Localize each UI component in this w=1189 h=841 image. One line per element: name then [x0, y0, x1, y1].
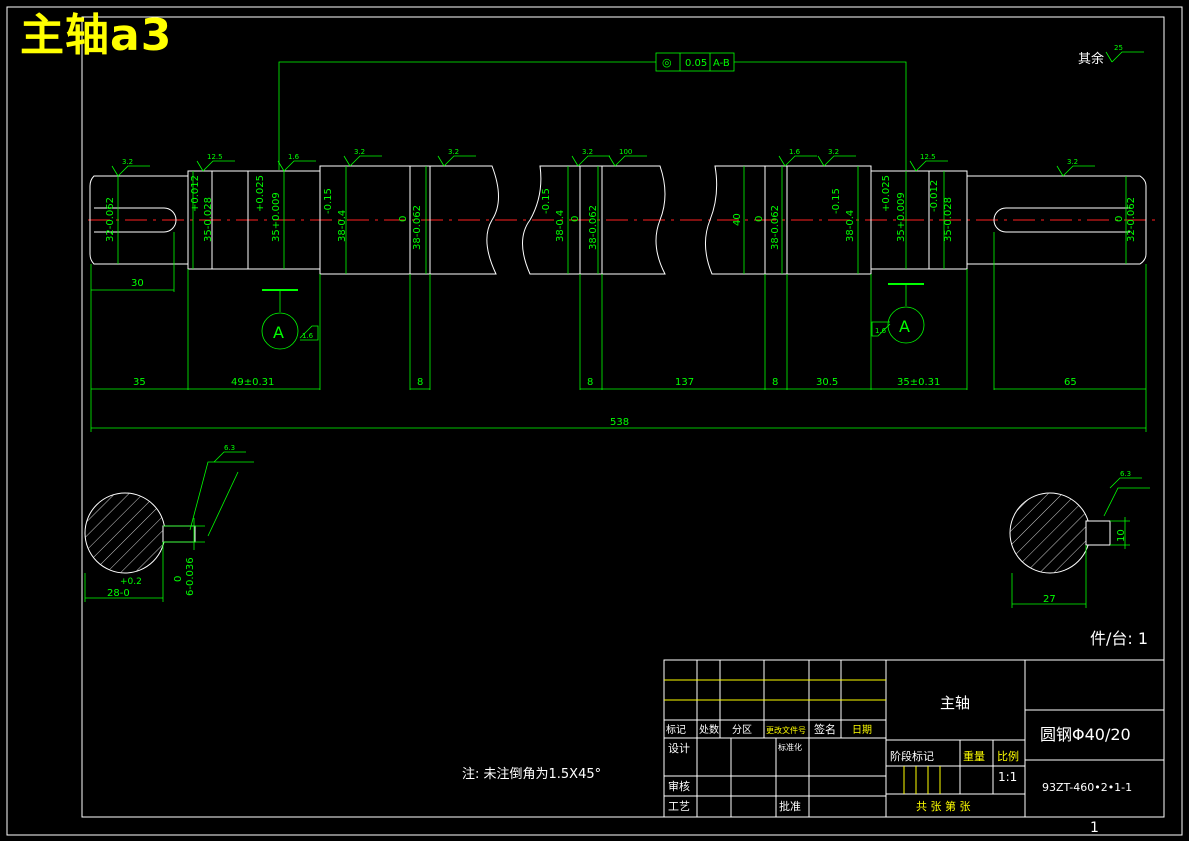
svg-text:1.6: 1.6 — [789, 148, 801, 156]
svg-text:38-0.4: 38-0.4 — [845, 210, 856, 242]
svg-text:38-0.4: 38-0.4 — [337, 210, 348, 242]
svg-text:批准: 批准 — [779, 799, 801, 813]
svg-text:设计: 设计 — [668, 742, 690, 755]
yellow-text: 更改文件号 日期 重量 比例 共 张 第 张 — [766, 724, 1019, 813]
svg-text:0: 0 — [173, 576, 184, 582]
svg-text:处数: 处数 — [699, 723, 719, 736]
note: 注: 未注倒角为1.5X45° — [462, 767, 601, 782]
part-name: 主轴 — [940, 694, 970, 712]
svg-text:10: 10 — [1116, 529, 1127, 542]
svg-text:日期: 日期 — [852, 724, 872, 736]
qty-label: 件/台: 1 — [1090, 629, 1148, 648]
outer-frame — [6, 6, 1183, 836]
page-no: 1 — [1090, 820, 1099, 836]
dim-35b: 35±0.31 — [897, 377, 940, 388]
svg-text:35-0.028: 35-0.028 — [203, 197, 214, 242]
svg-text:1.6: 1.6 — [288, 153, 300, 161]
svg-text:3.2: 3.2 — [1067, 158, 1078, 166]
svg-text:12.5: 12.5 — [207, 153, 223, 161]
svg-text:3.2: 3.2 — [828, 148, 839, 156]
svg-text:+0.025: +0.025 — [255, 175, 266, 212]
svg-text:32-0.062: 32-0.062 — [1126, 197, 1137, 242]
roughness-other: 其余 — [1078, 51, 1104, 67]
svg-text:0: 0 — [1114, 216, 1125, 222]
tol-symbol: ◎ — [662, 56, 672, 69]
svg-text:12.5: 12.5 — [920, 153, 936, 161]
svg-text:+0.025: +0.025 — [881, 175, 892, 212]
svg-text:标准化: 标准化 — [778, 742, 802, 752]
svg-text:38-0.062: 38-0.062 — [588, 205, 599, 250]
svg-text:6.3: 6.3 — [224, 444, 235, 452]
dim-65: 65 — [1064, 377, 1077, 388]
inner-frame — [81, 16, 1165, 818]
drawing-no: 93ZT-460•2•1-1 — [1042, 781, 1132, 794]
datum-ref-left: 1.6 — [302, 332, 314, 340]
datum-ref-right: 1.6 — [875, 327, 887, 335]
svg-text:35-0.028: 35-0.028 — [943, 197, 954, 242]
dim-8a: 8 — [417, 377, 423, 388]
dim-8c: 8 — [772, 377, 778, 388]
scale-value: 1:1 — [998, 770, 1017, 784]
svg-text:35+0.009: 35+0.009 — [271, 192, 282, 242]
svg-text:共 张 第 张: 共 张 第 张 — [916, 799, 971, 813]
shaft-outline — [89, 165, 1147, 275]
svg-text:6.3: 6.3 — [1120, 470, 1131, 478]
svg-text:重量: 重量 — [963, 749, 985, 763]
svg-text:3.2: 3.2 — [582, 148, 593, 156]
dim-30: 30 — [131, 278, 144, 289]
svg-text:38-0.062: 38-0.062 — [770, 205, 781, 250]
sheet-title: 主轴a3 — [20, 10, 173, 61]
svg-text:3.2: 3.2 — [354, 148, 365, 156]
svg-text:3.2: 3.2 — [448, 148, 459, 156]
svg-text:-0.15: -0.15 — [831, 188, 842, 214]
dim-30-5: 30.5 — [816, 377, 838, 388]
svg-text:-0.15: -0.15 — [323, 188, 334, 214]
tol-value: 0.05 — [685, 58, 707, 69]
svg-text:100: 100 — [619, 148, 632, 156]
svg-text:38-0.062: 38-0.062 — [412, 205, 423, 250]
svg-text:0: 0 — [398, 216, 409, 222]
svg-text:-0.012: -0.012 — [929, 180, 940, 212]
title-block — [663, 659, 1165, 818]
dimension-lines — [90, 51, 1147, 432]
svg-text:38-0.4: 38-0.4 — [555, 210, 566, 242]
svg-text:签名: 签名 — [814, 722, 836, 736]
white-text: 其余 件/台: 1 注: 未注倒角为1.5X45° 主轴 圆钢Φ40/20 93… — [462, 51, 1148, 836]
dim-137: 137 — [675, 377, 694, 388]
svg-text:3.2: 3.2 — [122, 158, 133, 166]
datum-a-right: A — [899, 317, 910, 336]
svg-text:32-0.062: 32-0.062 — [105, 197, 116, 242]
svg-text:标记: 标记 — [666, 724, 686, 736]
tol-datum: A-B — [713, 58, 730, 69]
dim-49: 49±0.31 — [231, 377, 274, 388]
section-right — [1009, 477, 1150, 608]
dim-538: 538 — [610, 417, 629, 428]
svg-text:0: 0 — [754, 216, 765, 222]
dim-35: 35 — [133, 377, 146, 388]
svg-text:40: 40 — [732, 213, 743, 226]
svg-text:-0.15: -0.15 — [541, 188, 552, 214]
dim-8b: 8 — [587, 377, 593, 388]
dim-text: 30 35 49±0.31 8 8 137 8 30.5 35±0.31 65 … — [107, 44, 1131, 605]
svg-text:27: 27 — [1043, 594, 1056, 605]
stage-label: 阶段标记 — [890, 749, 934, 763]
datum-a-left: A — [273, 323, 284, 342]
svg-text:6-0.036: 6-0.036 — [185, 557, 196, 596]
svg-text:工艺: 工艺 — [668, 800, 690, 813]
svg-text:更改文件号: 更改文件号 — [766, 725, 806, 735]
svg-text:审核: 审核 — [668, 779, 690, 793]
diameter-labels: 32-0.062 +0.012 35-0.028 +0.025 35+0.009… — [105, 175, 1137, 596]
svg-text:25: 25 — [1114, 44, 1123, 52]
svg-text:35+0.009: 35+0.009 — [896, 192, 907, 242]
svg-text:分区: 分区 — [732, 724, 752, 736]
svg-text:28-0: 28-0 — [107, 588, 130, 599]
material: 圆钢Φ40/20 — [1040, 725, 1131, 744]
section-left — [84, 451, 254, 602]
svg-text:+0.2: +0.2 — [120, 577, 142, 587]
svg-text:0: 0 — [570, 216, 581, 222]
svg-text:+0.012: +0.012 — [190, 175, 201, 212]
svg-text:比例: 比例 — [997, 749, 1019, 763]
